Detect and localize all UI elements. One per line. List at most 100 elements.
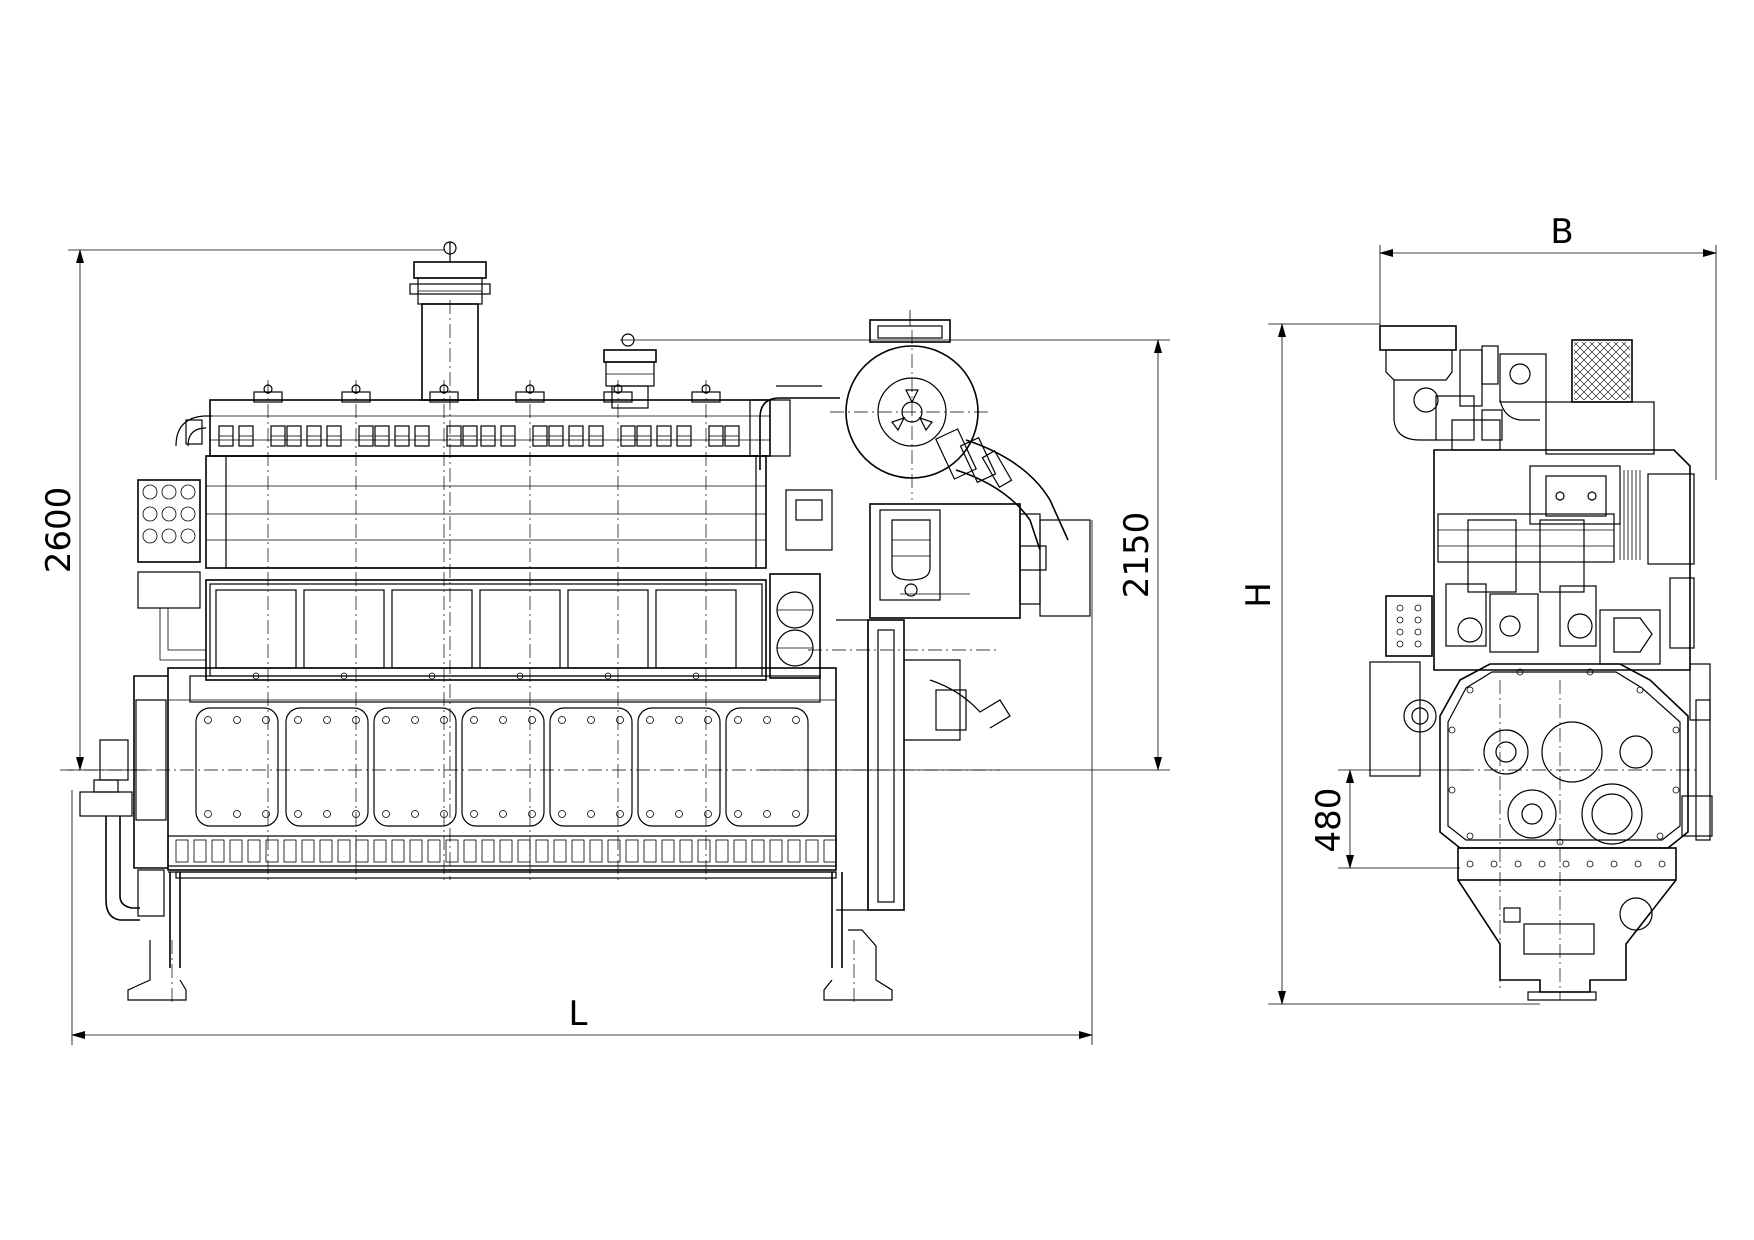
sump-bolt <box>1610 860 1618 868</box>
side-view: 2600 2150 L <box>39 241 1170 1045</box>
cylinder-centerlines <box>267 380 707 880</box>
door-bolt <box>616 810 624 818</box>
panel-hole <box>1396 628 1404 636</box>
gauge-dial <box>161 506 177 522</box>
dimension-480: 480 <box>1309 769 1470 869</box>
cover-bolt <box>1656 832 1664 840</box>
door-bolt <box>646 716 654 724</box>
door-bolt <box>675 810 683 818</box>
inspection-door <box>215 589 297 669</box>
sump-rib <box>283 839 297 863</box>
door-bolt <box>528 810 536 818</box>
door-bolt <box>233 810 241 818</box>
door-bolt <box>411 810 419 818</box>
left-piping <box>79 739 165 921</box>
sump-rib <box>535 839 549 863</box>
gauge-dial <box>142 484 158 500</box>
door-bolt <box>233 716 241 724</box>
dimension-label-2150: 2150 <box>1117 512 1157 599</box>
crankcase-door <box>461 707 545 827</box>
door-bolt <box>616 716 624 724</box>
sump-rib <box>661 839 675 863</box>
cover-bolt <box>1466 832 1474 840</box>
inspection-door <box>655 589 737 669</box>
door-bolt <box>499 716 507 724</box>
crankcase-door <box>637 707 721 827</box>
door-bolt <box>704 716 712 724</box>
dimension-label-b: B <box>1550 212 1573 252</box>
sump-rib <box>499 839 513 863</box>
gauge-dial <box>142 506 158 522</box>
sump-rib <box>625 839 639 863</box>
door-bolt <box>704 810 712 818</box>
sump-rib <box>481 839 495 863</box>
sump-rib <box>751 839 765 863</box>
cover-bolt <box>1466 686 1474 694</box>
panel-hole <box>1414 604 1422 612</box>
middle-block <box>205 573 821 681</box>
door-bolt <box>204 810 212 818</box>
door-bolt <box>587 716 595 724</box>
sump-rib <box>643 839 657 863</box>
sump-rib <box>715 839 729 863</box>
door-bolt <box>262 716 270 724</box>
door-bolt <box>382 716 390 724</box>
sump-bolt <box>1586 860 1594 868</box>
panel-hole <box>1414 628 1422 636</box>
sump-rib <box>517 839 531 863</box>
end-oil-sump <box>1457 847 1677 1001</box>
gauge-dial <box>180 506 196 522</box>
dimension-h: H <box>1239 323 1540 1005</box>
door-bolt <box>323 716 331 724</box>
gauge-dial <box>161 484 177 500</box>
sump-rib <box>787 839 801 863</box>
door-bolt <box>411 716 419 724</box>
door-bolt <box>262 810 270 818</box>
dimension-b: B <box>1379 212 1717 480</box>
door-bolt <box>323 810 331 818</box>
dimension-2600: 2600 <box>39 249 445 771</box>
panel-hole <box>1396 604 1404 612</box>
door-bolt <box>763 810 771 818</box>
front-housing <box>785 489 1091 619</box>
cover-bolt <box>1448 786 1456 794</box>
door-bolt <box>763 716 771 724</box>
end-view: B H 480 <box>1239 212 1717 1005</box>
dimension-label-l: L <box>569 994 588 1034</box>
upper-block <box>205 455 767 569</box>
sump-bolt <box>1538 860 1546 868</box>
crankcase-door <box>373 707 457 827</box>
end-turbo-inlet <box>1379 325 1499 441</box>
panel-hole <box>1414 616 1422 624</box>
sump-bolt <box>1634 860 1642 868</box>
sump-rib <box>463 839 477 863</box>
cover-bolt <box>1636 686 1644 694</box>
dimension-label-480: 480 <box>1309 788 1349 853</box>
sump-rib <box>211 839 225 863</box>
door-bolt <box>792 810 800 818</box>
sump-rib <box>409 839 423 863</box>
exhaust-stack <box>409 241 491 880</box>
sump-rib <box>175 839 189 863</box>
sump-rib <box>193 839 207 863</box>
sump-bolt <box>1562 860 1570 868</box>
door-bolt <box>294 716 302 724</box>
door-bolt <box>382 810 390 818</box>
sump-rib <box>445 839 459 863</box>
cover-bolt <box>1516 668 1524 676</box>
sump-rib <box>427 839 441 863</box>
gauge-panel <box>137 479 206 661</box>
sump-rib <box>265 839 279 863</box>
crankcase-door <box>285 707 369 827</box>
door-bolt <box>499 810 507 818</box>
sump-rib <box>733 839 747 863</box>
door-bolt <box>792 716 800 724</box>
air-intake-stack <box>603 333 657 409</box>
gauge-dial <box>180 484 196 500</box>
sump-rib <box>247 839 261 863</box>
cover-bolt <box>1586 668 1594 676</box>
sump-rib <box>355 839 369 863</box>
gauge-dial <box>142 528 158 544</box>
door-bolt <box>470 716 478 724</box>
